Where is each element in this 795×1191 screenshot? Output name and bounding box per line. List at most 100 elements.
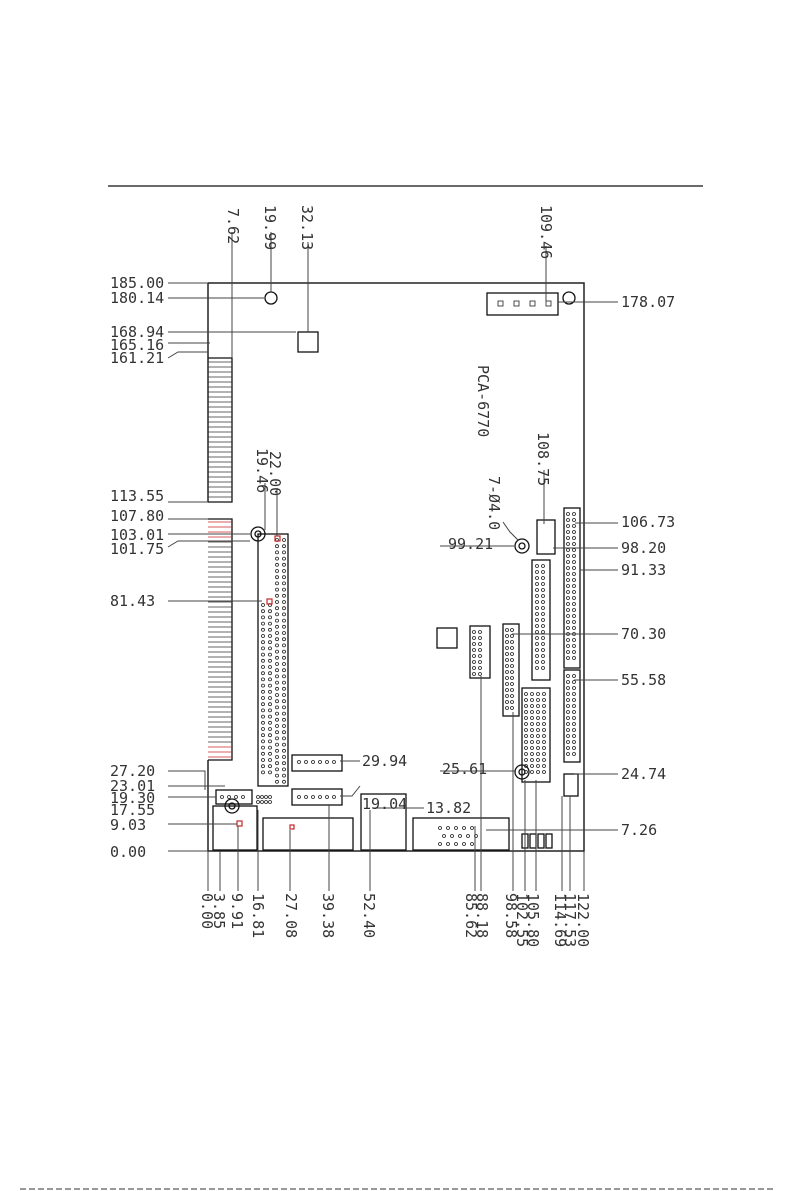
- pin: [572, 686, 576, 690]
- pin: [282, 618, 286, 623]
- pin: [282, 693, 286, 697]
- pin: [268, 727, 272, 731]
- dim-label-left: 9.03: [110, 816, 146, 834]
- leader-lines: [167, 232, 618, 891]
- pin: [282, 662, 286, 666]
- pin: [572, 608, 576, 612]
- pin: [297, 795, 301, 799]
- pin: [572, 542, 576, 546]
- pin: [275, 668, 279, 673]
- pin: [275, 705, 279, 710]
- pin: [566, 608, 570, 612]
- pin: [261, 615, 265, 620]
- pin: [566, 734, 570, 738]
- pin: [566, 680, 570, 684]
- pin: [282, 562, 286, 567]
- pin: [572, 512, 576, 516]
- pin: [542, 734, 546, 738]
- fan-connector: [297, 331, 319, 353]
- pin: [261, 702, 265, 707]
- pin: [282, 587, 286, 592]
- mount-hole: [562, 291, 576, 305]
- pin: [510, 664, 514, 668]
- pin: [572, 572, 576, 576]
- pin: [541, 654, 545, 658]
- pin: [572, 716, 576, 720]
- pin: [510, 646, 514, 650]
- pin: [472, 648, 476, 652]
- pin: [282, 581, 286, 586]
- pin: [535, 624, 539, 628]
- pin: [282, 550, 286, 555]
- pin: [261, 658, 265, 663]
- pin: [542, 716, 546, 720]
- pin: [524, 728, 528, 732]
- pin: [505, 682, 509, 686]
- pin: [275, 742, 279, 747]
- pin: [541, 570, 545, 574]
- pin: [478, 660, 482, 664]
- mount-hole: [518, 542, 526, 550]
- pin: [541, 582, 545, 586]
- dim-label-left: 81.43: [110, 592, 155, 610]
- pin: [268, 733, 272, 738]
- pin: [536, 692, 540, 696]
- pin: [282, 600, 286, 604]
- dim-label-right: 24.74: [621, 765, 666, 783]
- dim-label-bottom: 88.18: [473, 893, 491, 938]
- pin: [332, 795, 336, 799]
- pin: [472, 636, 476, 640]
- pin: [530, 698, 534, 702]
- pin: [275, 767, 279, 772]
- pin: [318, 760, 322, 764]
- pin: [478, 672, 482, 676]
- dimm-header: [521, 687, 551, 783]
- power-connector: [486, 292, 559, 316]
- small-connector-right: [563, 773, 579, 797]
- pin: [572, 692, 576, 696]
- pin: [275, 581, 279, 586]
- dim-label-left: 101.75: [110, 540, 164, 558]
- dim-label-bottom: 9.91: [228, 893, 246, 929]
- pin: [541, 612, 545, 616]
- dim-label-inner: 99.21: [448, 535, 493, 553]
- pin: [566, 602, 570, 606]
- pin: [318, 795, 322, 799]
- pin: [505, 688, 509, 692]
- pin: [542, 722, 546, 726]
- pin: [535, 564, 539, 568]
- pin: [505, 652, 509, 656]
- dim-label-bottom: 85.62: [462, 893, 480, 938]
- pin: [282, 773, 286, 778]
- pin: [535, 618, 539, 622]
- pin: [505, 664, 509, 668]
- pin: [542, 740, 546, 744]
- pin: [541, 666, 545, 670]
- pin: [566, 704, 570, 708]
- pin: [220, 795, 224, 799]
- pin: [268, 646, 272, 651]
- pin: [275, 550, 279, 555]
- pin: [535, 570, 539, 574]
- pin: [535, 642, 539, 646]
- lan-connector: [360, 793, 407, 851]
- pin: [541, 594, 545, 598]
- pin-header-large-pins: [261, 538, 286, 784]
- pin: [275, 655, 279, 660]
- pin: [478, 654, 482, 658]
- pin: [275, 711, 279, 716]
- pin: [566, 614, 570, 618]
- pin: [566, 626, 570, 630]
- pin: [541, 564, 545, 568]
- pin: [446, 826, 450, 830]
- pin: [311, 760, 315, 764]
- dim-label-left: 17.55: [110, 801, 155, 819]
- pin: [264, 800, 268, 804]
- pin: [572, 710, 576, 714]
- pin: [282, 748, 286, 753]
- pin: [268, 714, 272, 719]
- pin: [282, 730, 286, 735]
- pin: [572, 620, 576, 624]
- pin: [524, 704, 528, 708]
